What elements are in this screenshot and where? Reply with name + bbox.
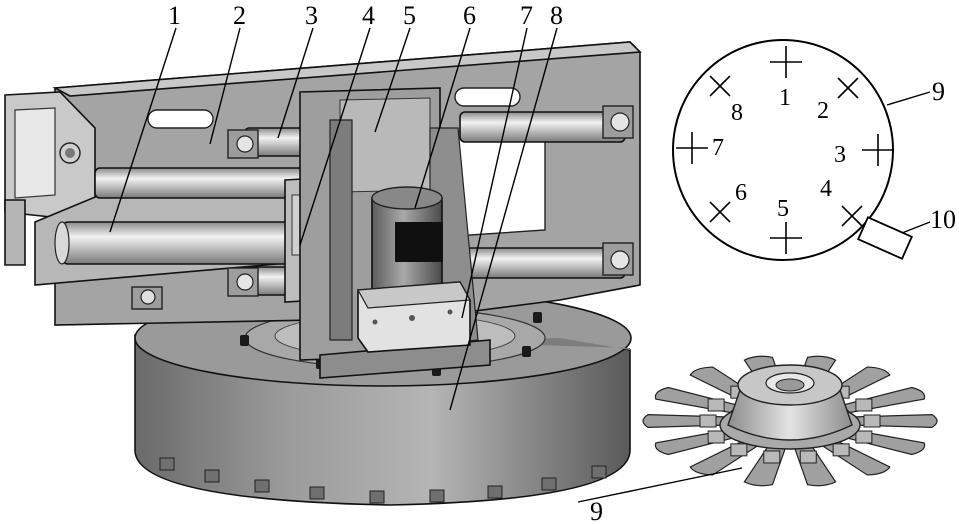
- callout-2: 2: [233, 1, 246, 30]
- finger-mount-pad: [707, 430, 725, 444]
- position-6: 6: [735, 180, 747, 206]
- main-assembly: [4, 41, 642, 506]
- position-1: 1: [779, 85, 791, 111]
- bolts: [131, 105, 634, 310]
- callout-5: 5: [403, 1, 416, 30]
- disk-label-9: 9: [932, 77, 945, 106]
- callout-3: 3: [305, 1, 318, 30]
- position-4: 4: [820, 176, 832, 202]
- guide-rod: [34, 191, 318, 286]
- finger-mount-pad: [799, 450, 817, 464]
- finger-mount-pad: [763, 450, 781, 464]
- position-2: 2: [817, 98, 829, 124]
- position-7: 7: [712, 135, 724, 161]
- callout-1: 1: [168, 1, 181, 30]
- finger-mount-pad: [730, 443, 748, 457]
- wheel-label-9: 9: [590, 497, 603, 524]
- sensor-label-10: 10: [930, 205, 956, 234]
- mounting-block: [4, 91, 96, 266]
- position-8: 8: [731, 100, 743, 126]
- gripper-wheel: [642, 355, 938, 487]
- sensor-box: [857, 216, 913, 260]
- position-5: 5: [777, 196, 789, 222]
- cross-marks: [709, 75, 863, 227]
- callout-7: 7: [520, 1, 533, 30]
- finger-mount-pad: [863, 414, 881, 428]
- finger-mount-pad: [855, 398, 873, 412]
- finger-mount-pad: [832, 443, 850, 457]
- position-3: 3: [834, 142, 846, 168]
- plus-marks: [676, 46, 894, 254]
- callout-4: 4: [362, 1, 375, 30]
- callouts: 1 2 3 4 5 6 7 8: [109, 1, 563, 411]
- callout-6: 6: [463, 1, 476, 30]
- finger-mount-pad: [707, 398, 725, 412]
- finger-mount-pad: [699, 414, 717, 428]
- callout-8: 8: [550, 1, 563, 30]
- upper-rod: [94, 167, 316, 199]
- finger-mount-pad: [855, 430, 873, 444]
- mount-block: [357, 281, 471, 353]
- disk-schematic: 1 2 3 4 5 6 7 8 9 10: [672, 39, 956, 261]
